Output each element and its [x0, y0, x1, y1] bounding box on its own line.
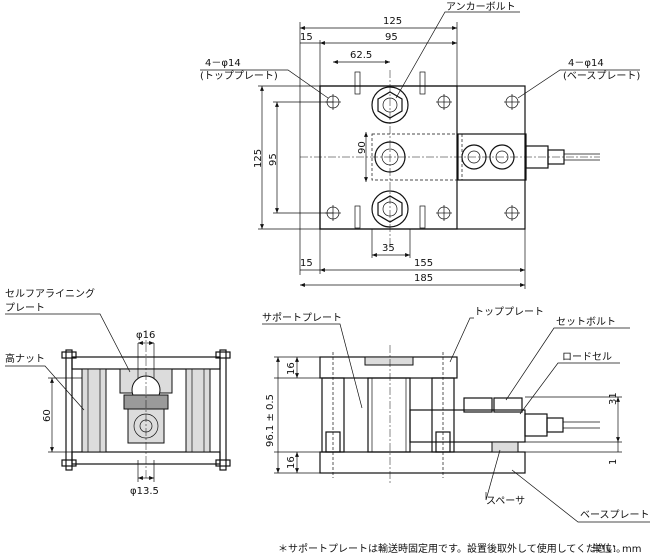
footnote-note: ＊サポートプレートは輸送時固定用です。設置後取外して使用してください。: [278, 542, 626, 555]
dim-phi-16: φ16: [136, 330, 155, 341]
dim-top-16: 16: [286, 362, 297, 375]
dim-62-5: 62.5: [350, 50, 372, 61]
label-self-aligning-2: プレート: [5, 302, 45, 314]
center-stud: [374, 141, 406, 173]
label-set-bolt: セットボルト: [556, 316, 616, 328]
footnote-unit: 単位：mm: [592, 542, 641, 555]
label-anchor-bolt: アンカーボルト: [446, 1, 516, 13]
label-spacer: スペーサ: [486, 495, 525, 507]
base-hole-bottom-right: [504, 205, 520, 221]
label-top-hole-spec: 4－φ14: [205, 58, 241, 69]
label-base-plate: ベースプレート: [580, 509, 650, 521]
base-hole-top-right: [504, 94, 520, 110]
dim-bore-90: 90: [357, 141, 368, 154]
label-base-hole-name: (ベースプレート): [563, 70, 640, 82]
anchor-bolt-top: [371, 86, 409, 124]
dim-bottom-15: 15: [300, 258, 313, 269]
label-base-hole-spec: 4－φ14: [568, 58, 604, 69]
label-top-hole-name: (トッププレート): [200, 70, 278, 82]
dim-height-60: 60: [42, 409, 53, 422]
label-high-nut: 高ナット: [5, 352, 45, 365]
dim-overall-185: 185: [414, 273, 433, 284]
label-top-plate: トッププレート: [474, 306, 544, 318]
label-support-plate: サポートプレート: [262, 312, 342, 324]
front-view: 16 96.1 ± 0.5 16 31 1 サポートプレート トッププレート セ…: [262, 306, 650, 523]
dim-phi-13-5: φ13.5: [130, 486, 159, 497]
dim-top-95: 95: [385, 32, 398, 43]
hole-top-right: [436, 94, 452, 110]
base-plate-outline: [319, 85, 526, 230]
dim-height-96-1: 96.1 ± 0.5: [265, 394, 276, 447]
label-load-cell: ロードセル: [562, 351, 612, 363]
dim-height-31: 31: [608, 392, 619, 405]
dim-155: 155: [414, 258, 433, 269]
top-view: 125 95 15 62.5 125 95 90 35 155 15 185: [200, 1, 640, 289]
load-cell-front: [409, 409, 526, 443]
anchor-bolt-bottom: [371, 190, 409, 228]
dim-height-125: 125: [253, 149, 264, 168]
dim-gap-1: 1: [608, 459, 619, 465]
label-self-aligning-1: セルフアライニング: [5, 287, 95, 300]
dim-top-15: 15: [300, 32, 313, 43]
dim-bottom-16: 16: [286, 456, 297, 469]
top-plate-outline: [319, 85, 458, 230]
dim-pitch-35: 35: [382, 243, 395, 254]
dim-top-overall: 125: [383, 16, 402, 27]
side-view: φ16 60 φ13.5 セルフアライニング プレート 高ナット: [5, 287, 231, 497]
dim-height-95: 95: [268, 153, 279, 166]
hole-bottom-right: [436, 205, 452, 221]
